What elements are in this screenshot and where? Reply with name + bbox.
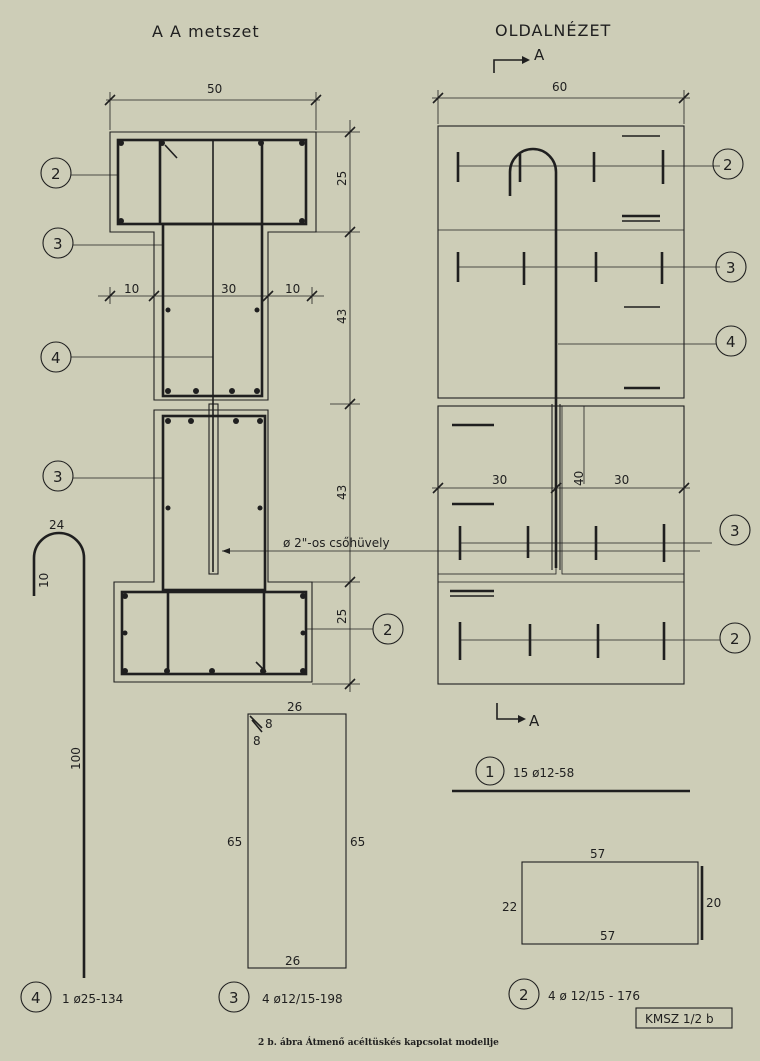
dim-side-width: 60 (552, 80, 567, 94)
dim-v-43-b: 43 (335, 485, 349, 500)
callout-r4: 4 (726, 333, 736, 351)
dim-section-width: 50 (207, 82, 222, 96)
bar1-mark: 1 (485, 763, 495, 781)
sleeve-label: ø 2"-os csőhüvely (283, 536, 390, 550)
callout-r2-bot: 2 (730, 630, 740, 648)
dim-side-left-30: 30 (492, 473, 507, 487)
dim-v-25-bot: 25 (335, 609, 349, 624)
callout-s3-b: 3 (53, 468, 63, 486)
stirrup3-left: 65 (227, 835, 242, 849)
dim-right-10: 10 (285, 282, 300, 296)
bar4-spec: 1 ø25-134 (62, 992, 123, 1006)
callout-s2-top: 2 (51, 165, 61, 183)
figure-caption: 2 b. ábra Átmenő acéltüskés kapcsolat mo… (258, 1036, 499, 1048)
stirrup3-bottom: 26 (285, 954, 300, 968)
bar4-hook-label: 10 (37, 573, 51, 588)
side-view-title: OLDALNÉZET (495, 21, 611, 40)
side-view: 60 30 30 40 (432, 80, 751, 685)
stirrup3-spec: 4 ø12/15-198 (262, 992, 343, 1006)
bar4-detail: 24 10 100 4 1 ø25-134 (20, 518, 123, 1013)
stirrup2-spec: 4 ø 12/15 - 176 (548, 989, 640, 1003)
callout-r3-a: 3 (726, 259, 736, 277)
stirrup2-detail: 57 22 20 57 2 4 ø 12/15 - 176 (502, 847, 721, 1010)
stirrup2-top: 57 (590, 847, 605, 861)
bar4-mark: 4 (31, 989, 41, 1007)
stirrup3-mark: 3 (229, 989, 239, 1007)
callout-s2-bot: 2 (383, 621, 393, 639)
stamp: KMSZ 1/2 b (645, 1012, 714, 1026)
dim-left-10: 10 (124, 282, 139, 296)
dim-v-25-top: 25 (335, 171, 349, 186)
bar4-length-label: 100 (69, 747, 83, 770)
stirrup3-detail: 26 8 8 65 65 26 3 4 ø12/15-198 (218, 700, 365, 1013)
stirrup2-bottom: 57 (600, 929, 615, 943)
callout-r2-top: 2 (723, 156, 733, 174)
callout-s4: 4 (51, 349, 61, 367)
stirrup2-mark: 2 (519, 986, 529, 1004)
dim-v-43-a: 43 (335, 309, 349, 324)
stirrup2-left: 22 (502, 900, 517, 914)
section-arrow-top: A (493, 46, 545, 73)
stirrup3-right: 65 (350, 835, 365, 849)
dim-mid-30: 30 (221, 282, 236, 296)
dim-side-right-30: 30 (614, 473, 629, 487)
dim-side-v-40: 40 (572, 471, 586, 486)
bar4-top-label: 24 (49, 518, 64, 532)
section-title: A A metszet (152, 22, 260, 41)
bar1-detail: 1 15 ø12-58 (452, 756, 690, 793)
stirrup3-top: 26 (287, 700, 302, 714)
section-view: 50 (40, 82, 700, 692)
bar1-spec: 15 ø12-58 (513, 766, 574, 780)
section-arrow-top-label: A (534, 46, 545, 64)
section-arrow-bottom: A (496, 703, 540, 730)
stirrup2-right: 20 (706, 896, 721, 910)
callout-r3-b: 3 (730, 522, 740, 540)
stirrup3-hook-b: 8 (253, 734, 261, 748)
stamp-box (635, 1007, 733, 1029)
callout-s3-a: 3 (53, 235, 63, 253)
section-arrow-bottom-label: A (529, 712, 540, 730)
stirrup3-hook-a: 8 (265, 717, 273, 731)
